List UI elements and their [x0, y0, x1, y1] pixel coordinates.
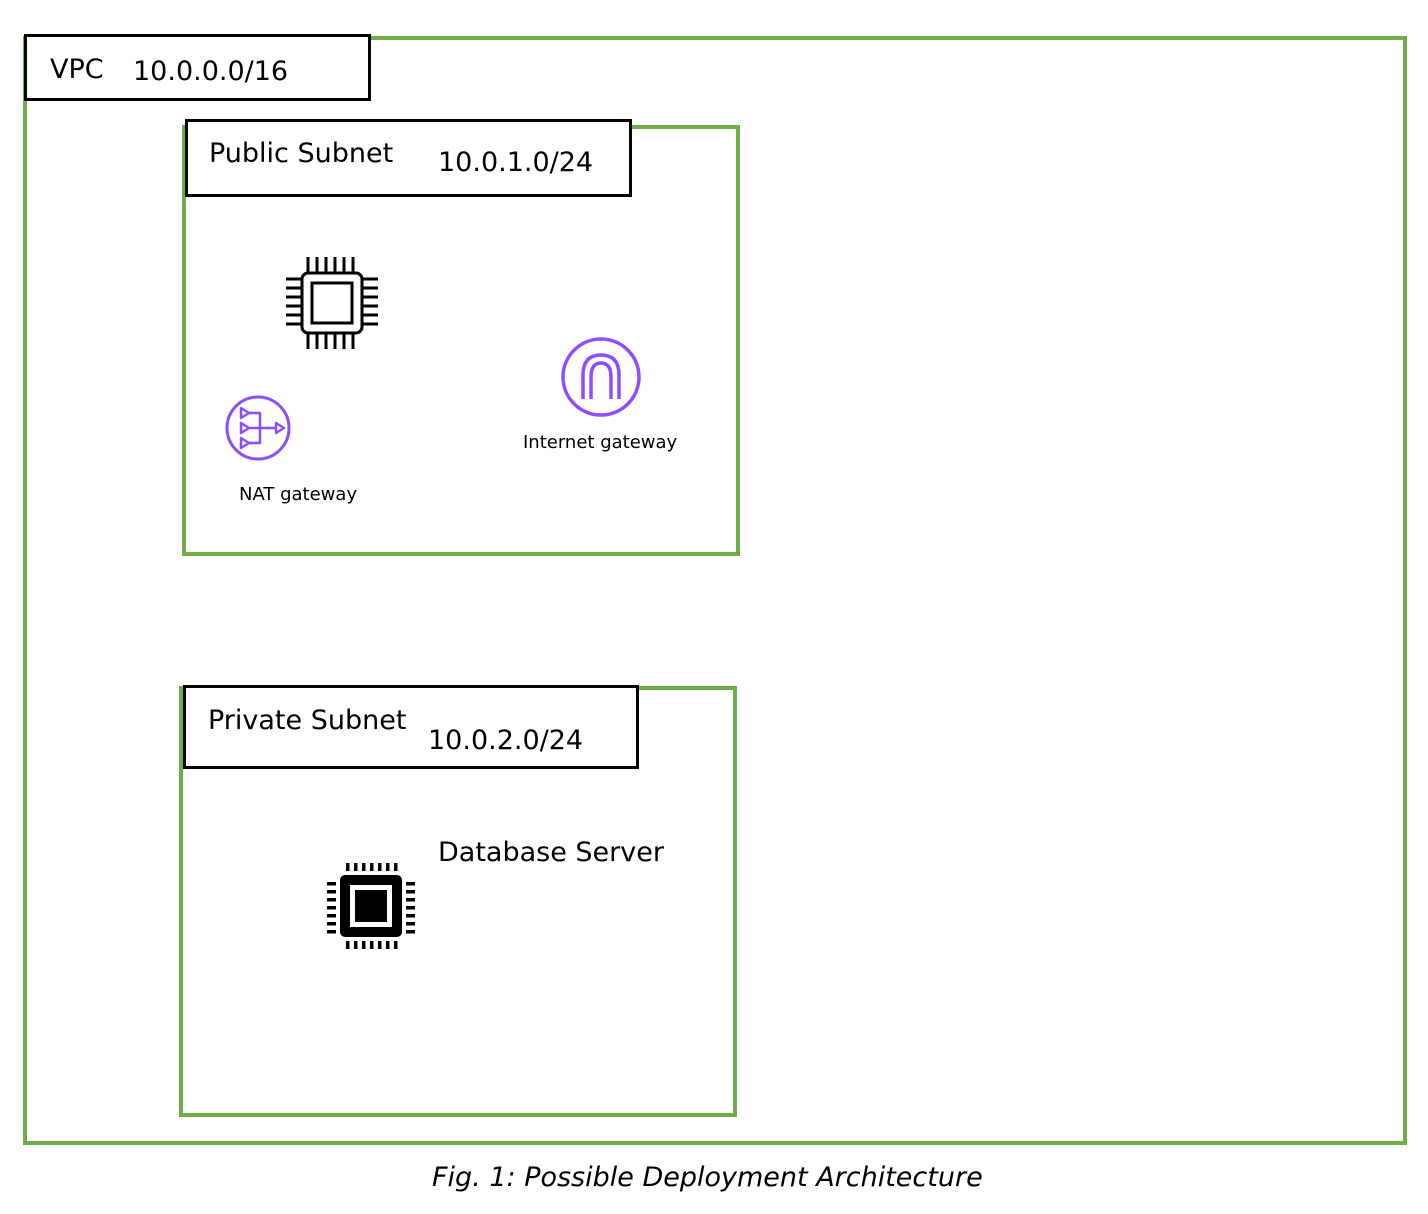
- internet-gateway-label: Internet gateway: [523, 432, 678, 453]
- figure-caption: Fig. 1: Possible Deployment Architecture: [432, 1162, 983, 1193]
- vpc-container: [23, 36, 1407, 1145]
- private-subnet-label-box: [183, 685, 639, 769]
- public-subnet-label: Public Subnet: [209, 138, 394, 169]
- ec2-instance-icon: [286, 257, 378, 349]
- public-subnet-label-box: [185, 119, 632, 197]
- vpc-label: VPC: [50, 54, 104, 85]
- private-subnet-cidr: 10.0.2.0/24: [428, 725, 584, 756]
- database-server-icon: [327, 863, 415, 949]
- nat-gateway-label: NAT gateway: [239, 484, 358, 505]
- internet-gateway-icon: [561, 337, 641, 417]
- public-subnet-cidr: 10.0.1.0/24: [438, 147, 594, 178]
- nat-gateway-icon: [225, 395, 291, 461]
- database-server-label: Database Server: [438, 837, 664, 868]
- vpc-cidr: 10.0.0.0/16: [133, 56, 289, 87]
- private-subnet-label: Private Subnet: [208, 705, 407, 736]
- vpc-label-box: [24, 34, 371, 101]
